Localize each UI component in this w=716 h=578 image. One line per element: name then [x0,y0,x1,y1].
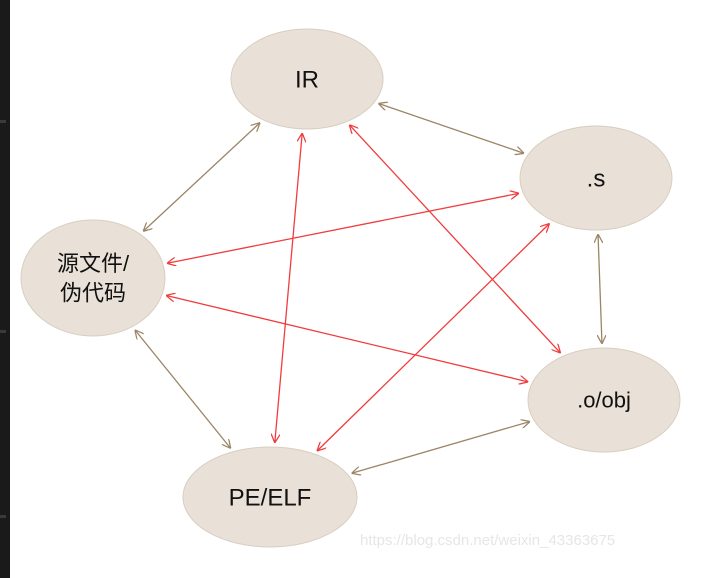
node-ellipse-ir [230,28,384,130]
edge-s-obj [598,235,602,343]
edge-ir-s [379,104,523,153]
node-ellipse-obj [527,347,681,453]
edge-tick [0,330,6,333]
node-src: 源文件/伪代码 [20,219,166,337]
edge-tick [0,120,6,123]
edge-tick [0,515,6,518]
edge-pe-obj [352,422,529,473]
edge-src-obj [167,296,527,382]
node-ellipse-pe [182,446,358,548]
edge-src-pe [135,330,230,447]
edges-layer [135,104,602,473]
node-label-pe: PE/ELF [229,484,312,511]
node-ellipse-src [20,219,166,337]
node-ir: IR [230,28,384,130]
edge-ir-src [144,123,260,231]
node-label-ir: IR [295,66,319,93]
edge-src-s [168,193,518,263]
node-label-src: 伪代码 [60,281,126,306]
node-label-s: .s [587,165,606,192]
node-pe: PE/ELF [182,446,358,548]
node-label-obj: .o/obj [577,388,631,413]
node-obj: .o/obj [527,347,681,453]
watermark-text: https://blog.csdn.net/weixin_43363675 [360,532,615,549]
node-s: .s [519,125,673,231]
edge-ir-pe [275,134,302,442]
node-label-src: 源文件/ [57,251,130,276]
node-ellipse-s [519,125,673,231]
edge-s-pe [318,224,549,450]
